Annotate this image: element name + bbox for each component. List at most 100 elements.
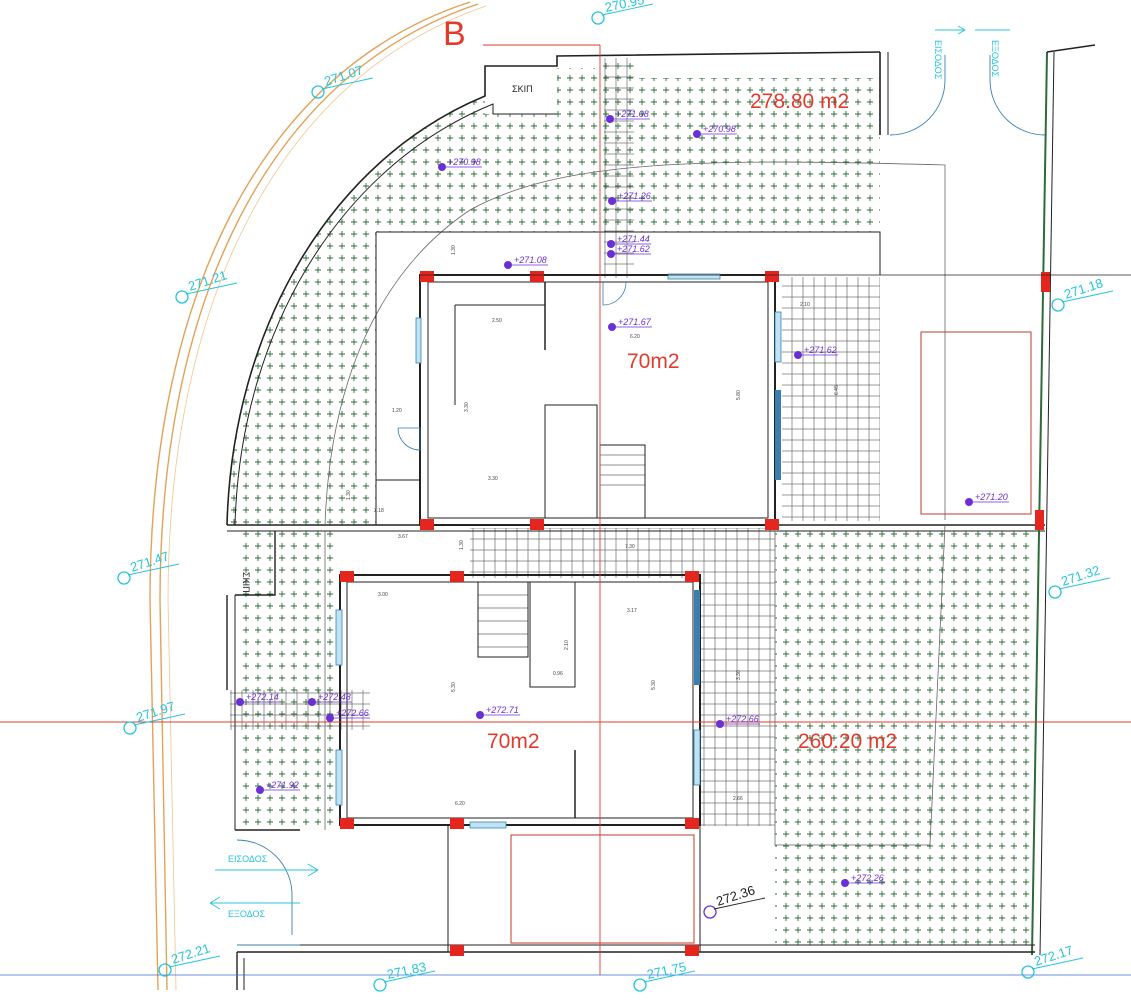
dimension-label: 3.30 [488, 476, 498, 482]
dimension-label: 3.30 [464, 402, 470, 412]
site-level-marker: 271.32 [1048, 562, 1111, 599]
dimension-label: 2.10 [564, 640, 570, 650]
spot-level-text: +272.66 [726, 714, 759, 724]
gate-label-west-in: ΕΙΣΟΔΟΣ [228, 854, 268, 864]
columns [340, 271, 1050, 956]
site-level-text: 271.21 [186, 267, 228, 294]
garden-north-fill [227, 60, 880, 525]
spot-level-text: +272.26 [851, 873, 884, 883]
spot-level-text: +271.62 [804, 345, 837, 355]
dimension-label: 0.96 [553, 671, 563, 677]
site-level-text: 271.32 [1059, 562, 1101, 589]
spot-level-marker: +272.66 [716, 714, 760, 728]
site-level-marker: 271.97 [123, 698, 186, 735]
site-level-text: 272.36 [714, 882, 756, 909]
site-level-marker: 271.18 [1051, 275, 1114, 312]
spot-level-text: +271.67 [618, 317, 652, 327]
area-label-garden-north: 278.80 m2 [750, 90, 849, 113]
gate-label-west-out: ΕΞΟΔΟΣ [228, 909, 265, 919]
site-level-marker: 272.36 [703, 882, 766, 919]
site-level-text: 271.47 [128, 548, 170, 575]
spot-level-text: +271.08 [514, 255, 547, 265]
spot-level-text: +272.14 [246, 692, 279, 702]
spot-level-marker: +271.92 [256, 780, 300, 794]
spot-level-text: +271.08 [616, 109, 649, 119]
paved-middle-strip [470, 528, 775, 578]
site-level-text: 270.95 [604, 0, 646, 15]
site-level-text: 271.07 [322, 62, 364, 89]
dimension-label: 6.20 [630, 334, 640, 340]
spot-level-marker: +271.08 [606, 109, 650, 123]
dimension-label: 2.66 [733, 796, 743, 802]
spot-level-marker: +271.08 [504, 255, 548, 269]
dimension-label: 1.30 [459, 540, 465, 550]
paved-east-strip [782, 277, 880, 521]
dimension-label: 1.30 [451, 245, 457, 255]
parking-space-south [510, 834, 695, 944]
area-label-upper-unit: 70m2 [627, 350, 680, 373]
site-level-text: 271.75 [646, 959, 688, 982]
spot-level-marker: +271.20 [965, 492, 1009, 506]
dimension-label: 3.67 [398, 534, 408, 540]
dimension-label: 3.00 [378, 592, 388, 598]
spot-level-marker: +270.98 [438, 157, 482, 171]
outer-wall-north [226, 51, 881, 526]
lower-unit-walls [339, 574, 701, 826]
garden-west-fill [237, 530, 337, 825]
dimension-label: 2.18 [374, 508, 384, 514]
dimension-label: 1.20 [392, 408, 402, 414]
dimension-label: 2.10 [800, 302, 810, 308]
dimension-label: 5.30 [651, 680, 657, 690]
spot-level-marker: +271.26 [608, 191, 652, 205]
spot-level-text: +271.44 [617, 234, 650, 244]
spot-level-marker: +271.67 [608, 317, 652, 331]
spot-level-text: +270.98 [448, 157, 481, 167]
spot-level-marker: +270.98 [693, 124, 737, 138]
area-label-garden-east: 260.20 m2 [798, 730, 897, 753]
garden-east-fill [775, 528, 1032, 946]
spot-level-marker: +272.14 [236, 692, 280, 706]
spot-level-marker: +272.26 [841, 873, 885, 887]
site-level-text: 271.83 [386, 959, 428, 982]
west-gate [236, 839, 300, 946]
spot-level-marker: +272.71 [476, 705, 520, 719]
dimension-label: 5.30 [451, 682, 457, 692]
spot-level-text: +272.48 [318, 692, 351, 702]
north-gate [889, 55, 1046, 136]
section-marker: B [443, 15, 466, 53]
dimension-label: 5.80 [736, 390, 742, 400]
dimension-labels: 1.30 2.50 6.20 1.20 3.30 3.30 5.80 1.30 2.18 3.67… [346, 245, 840, 807]
spot-level-text: +272.71 [486, 705, 519, 715]
spot-level-marker: +271.62 [794, 345, 838, 359]
site-level-text: 272.17 [1032, 942, 1074, 969]
spot-level-text: +271.62 [617, 244, 650, 254]
spot-level-text: +272.66 [336, 708, 369, 718]
gate-label-north-out: ΕΞΟΔΟΣ [990, 40, 1000, 77]
site-level-marker: 271.21 [175, 267, 238, 304]
dimension-label: 6.20 [455, 801, 465, 807]
dimension-label: 3.30 [736, 670, 742, 680]
dimension-label: 7.30 [625, 544, 635, 550]
outer-wall-east [1031, 51, 1048, 956]
area-label-lower-unit: 70m2 [487, 730, 540, 753]
site-boundary-curve [149, 1, 471, 991]
spot-levels: +271.08+270.98+270.98+271.26+271.44+271.… [236, 109, 1009, 887]
site-level-marker: 272.21 [158, 940, 221, 977]
dimension-label: 1.30 [346, 490, 352, 500]
site-level-text: 271.18 [1062, 275, 1104, 302]
dimension-label: 2.50 [492, 318, 502, 324]
spot-level-text: +271.20 [975, 492, 1008, 502]
skip-label-north: ΣΚΙΠ [512, 84, 533, 94]
site-level-marker: 271.47 [117, 548, 180, 585]
gate-label-north-in: ΕΙΣΟΔΟΣ [933, 40, 943, 80]
spot-level-text: +271.26 [618, 191, 651, 201]
spot-level-marker: +272.48 [308, 692, 352, 706]
spot-level-marker: +272.66 [326, 708, 370, 722]
site-level-marker: 270.95 [591, 0, 654, 25]
spot-level-text: +270.98 [703, 124, 736, 134]
skip-label-west: ΣΚΙΠ [241, 572, 251, 593]
site-level-text: 272.21 [169, 940, 211, 967]
spot-level-marker: +271.62 [607, 244, 651, 258]
dimension-label: 3.17 [627, 608, 637, 614]
